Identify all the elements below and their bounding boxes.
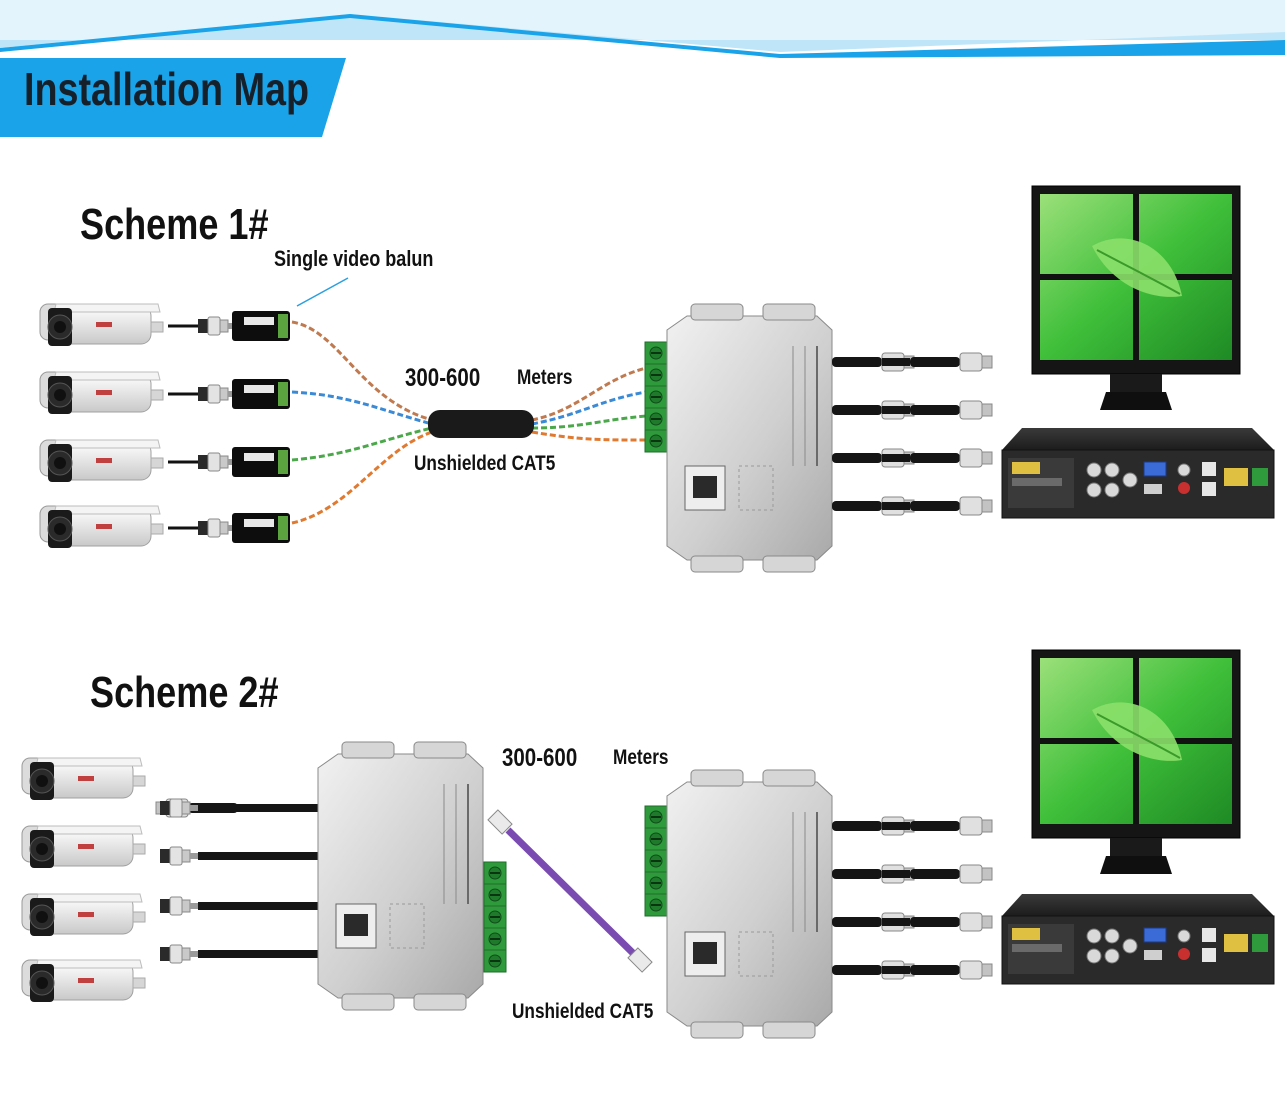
scheme2-patch-cable	[487, 809, 653, 973]
bullet-camera-icon	[39, 439, 164, 483]
bnc-connector-icon	[197, 452, 237, 472]
dvr-icon	[1001, 427, 1275, 519]
scheme2-left-terminal-block	[483, 861, 507, 973]
cat5-cable-sheath	[428, 410, 534, 438]
patch-cable	[505, 827, 643, 963]
banner-title-block	[0, 58, 346, 137]
banner-blue-stripe	[0, 14, 1285, 58]
rj45-plug-icon	[487, 809, 513, 835]
scheme1-terminal-block	[644, 341, 668, 453]
video-balun-icon	[232, 513, 290, 543]
passive-hub-icon	[666, 303, 833, 573]
bnc-connector-icon	[197, 316, 237, 336]
scheme2-input-leads	[159, 798, 318, 964]
scheme1-camera-row	[39, 371, 290, 415]
scheme2-cable-label: Unshielded CAT5	[512, 1000, 654, 1023]
header-banner	[0, 0, 1285, 137]
scheme2-diagram	[21, 650, 1275, 1039]
scheme1-cable-label: Unshielded CAT5	[414, 452, 556, 475]
scheme2-output-leads	[831, 816, 993, 980]
scheme1-output-leads	[831, 352, 993, 516]
passive-hub-icon	[317, 741, 484, 1011]
scheme1-camera-row	[39, 439, 290, 483]
balun-label: Single video balun	[274, 246, 434, 271]
scheme2-camera-row	[21, 893, 146, 937]
scheme1-camera-row	[39, 303, 290, 347]
scheme1-distance-unit: Meters	[517, 366, 573, 389]
scheme1-twisted-pairs	[291, 320, 647, 525]
scheme1-diagram	[39, 186, 1275, 573]
scheme1-title: Scheme 1#	[80, 200, 269, 249]
scheme2-distance-unit: Meters	[613, 746, 669, 769]
page-title: Installation Map	[24, 63, 310, 115]
bullet-camera-icon	[39, 371, 164, 415]
scheme2-camera-row	[21, 825, 146, 869]
bnc-connector-icon	[159, 798, 199, 818]
scheme1-distance-value: 300-600	[405, 364, 481, 392]
bullet-camera-icon	[21, 959, 146, 1003]
bnc-connector-icon	[159, 896, 199, 916]
video-balun-icon	[232, 311, 290, 341]
bullet-camera-icon	[21, 893, 146, 937]
monitor-icon	[1032, 186, 1240, 410]
bullet-camera-icon	[21, 757, 146, 801]
passive-hub-icon	[666, 769, 833, 1039]
bullet-camera-icon	[39, 505, 164, 549]
scheme2-distance-value: 300-600	[502, 744, 578, 772]
bnc-connector-icon	[159, 846, 199, 866]
rj45-plug-icon	[627, 947, 653, 973]
bnc-connector-icon	[159, 944, 199, 964]
bullet-camera-icon	[39, 303, 164, 347]
dvr-icon	[1001, 893, 1275, 985]
bnc-connector-icon	[197, 518, 237, 538]
bnc-connector-icon	[197, 384, 237, 404]
video-balun-icon	[232, 379, 290, 409]
balun-pointer-line	[296, 277, 349, 307]
scheme2-title: Scheme 2#	[90, 668, 279, 717]
scheme2-camera-row	[21, 959, 146, 1003]
video-balun-icon	[232, 447, 290, 477]
monitor-icon	[1032, 650, 1240, 874]
bullet-camera-icon	[21, 825, 146, 869]
banner-light-wave	[0, 14, 1285, 52]
scheme1-camera-row	[39, 505, 290, 549]
scheme2-right-terminal-block	[644, 805, 668, 917]
